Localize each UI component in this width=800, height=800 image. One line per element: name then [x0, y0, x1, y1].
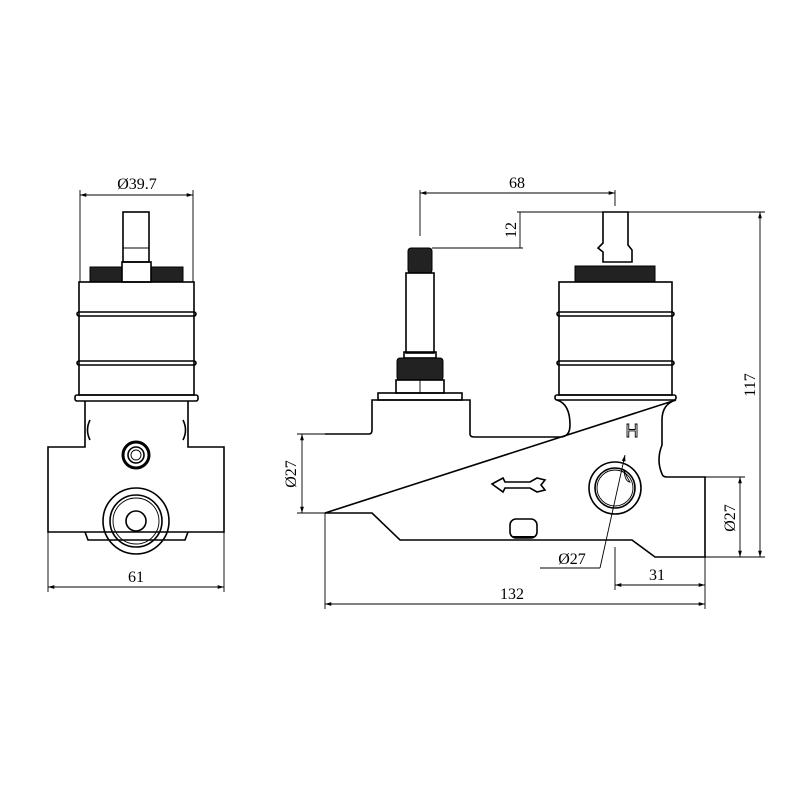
dim-stem-spacing: 68: [419, 175, 616, 236]
dim-side-width: 61: [47, 532, 225, 592]
hot-marking: H: [625, 421, 639, 443]
drain-plug: [509, 518, 538, 539]
front-view: H 68 12 117: [283, 175, 765, 609]
side-view: Ø39.7 61: [47, 176, 225, 592]
dim-height: 117: [705, 212, 765, 558]
hot-marking-label: H: [625, 421, 639, 442]
inlet-right-diameter-label: Ø27: [722, 504, 739, 532]
dim-outlet-offset: 31: [614, 547, 706, 609]
diverter-stem: [377, 247, 463, 401]
dim-stem-offset: 12: [432, 211, 765, 249]
dim-length: 132: [324, 513, 705, 609]
side-width-label: 61: [128, 569, 144, 586]
dim-cartridge-diameter: Ø39.7: [79, 176, 194, 282]
outlet-port: [588, 461, 642, 515]
outlet-offset-label: 31: [649, 567, 665, 584]
side-body: [47, 401, 225, 541]
stem-spacing-label: 68: [509, 175, 525, 192]
cartridge-diameter-label: Ø39.7: [117, 176, 157, 193]
thermostatic-cartridge: [554, 211, 677, 401]
side-cartridge: [74, 281, 199, 402]
side-stem: [122, 211, 150, 263]
dim-inlet-right: Ø27: [705, 476, 745, 557]
dim-inlet-left: Ø27: [283, 433, 325, 514]
length-label: 132: [500, 586, 524, 603]
height-label: 117: [742, 373, 759, 396]
side-thread: [89, 261, 184, 283]
flow-arrow-icon: [490, 476, 547, 494]
side-port: [102, 487, 170, 555]
stem-offset-label: 12: [503, 222, 520, 238]
dim-outlet-diameter: Ø27: [540, 454, 626, 569]
valve-body: [324, 399, 706, 558]
plug-icon: [121, 440, 151, 470]
inlet-left-diameter-label: Ø27: [283, 460, 300, 488]
outlet-diameter-label: Ø27: [558, 551, 586, 568]
